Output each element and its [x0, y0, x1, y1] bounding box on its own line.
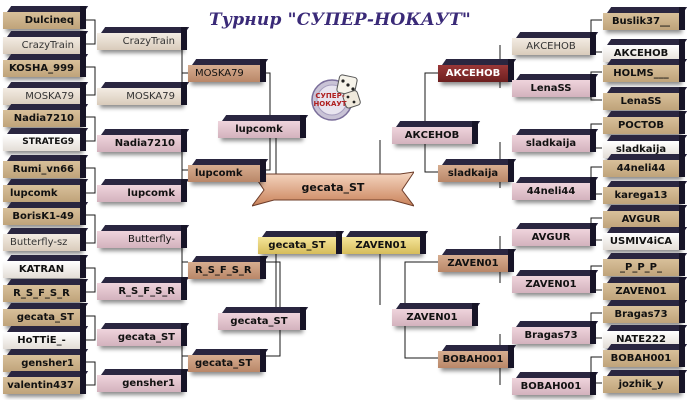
- left-r1-5: Nadia7210: [3, 104, 86, 127]
- left-r4-1: lupcomk: [218, 115, 306, 138]
- right-r1-16: jozhik_y: [603, 370, 685, 393]
- champion-banner: [252, 171, 414, 207]
- left-r1-6: STRATEG9: [3, 128, 86, 151]
- left-r2-7: gecata_ST: [97, 323, 187, 346]
- left-r1-13: gecata_ST: [3, 303, 86, 326]
- right-r3-1: АКСЕНОВ: [438, 59, 514, 82]
- logo-text: СУПЕР-НОКАУТ: [313, 92, 347, 108]
- right-r4-2: ZAVEN01: [392, 303, 478, 326]
- left-r2-8: gensher1: [97, 369, 187, 392]
- right-r2-7: Bragas73: [512, 321, 596, 344]
- right-r1-7: 44neli44: [603, 154, 685, 177]
- right-r2-1: АКСЕНОВ: [512, 32, 596, 55]
- right-r2-3: sladkaija: [512, 129, 596, 152]
- dice-icon: [311, 74, 361, 121]
- right-r2-8: BOBAH001: [512, 372, 596, 395]
- left-r3-2: lupcomk: [188, 159, 266, 182]
- final-right: ZAVEN01: [342, 231, 426, 254]
- right-r1-8: karega13: [603, 181, 685, 204]
- right-r1-13: Bragas73: [603, 300, 685, 323]
- right-r1-1: Buslik37__: [603, 7, 685, 30]
- left-r1-3: KOSHA_999: [3, 54, 86, 77]
- left-r2-3: Nadia7210: [97, 129, 187, 152]
- right-r3-3: ZAVEN01: [438, 249, 514, 272]
- champion-name: gecata_ST: [301, 181, 365, 194]
- left-r3-3: R_S_F_S_R: [188, 256, 266, 279]
- left-r1-8: lupcomk: [3, 179, 86, 202]
- right-r1-9: AVGUR: [603, 205, 685, 228]
- left-r2-5: Butterfly-: [97, 225, 187, 248]
- left-r2-6: R_S_F_S_R: [97, 277, 187, 300]
- left-r3-1: MOSKA79: [188, 59, 266, 82]
- left-r1-11: KATRAN: [3, 255, 86, 278]
- left-r1-9: BorisK1-49: [3, 202, 86, 225]
- right-r3-4: BOBAH001: [438, 345, 514, 368]
- right-r1-11: _P_P_P_: [603, 253, 685, 276]
- left-r1-12: R_S_F_S_R: [3, 279, 86, 302]
- right-r1-12: ZAVEN01: [603, 277, 685, 300]
- left-r4-2: gecata_ST: [218, 307, 306, 330]
- right-r2-2: LenaSS: [512, 74, 596, 97]
- right-r1-10: USMIV4iCA: [603, 227, 685, 250]
- right-r1-5: РОСТОВ: [603, 111, 685, 134]
- right-r1-4: LenaSS: [603, 87, 685, 110]
- right-r4-1: АКСЕНОВ: [392, 121, 478, 144]
- left-r1-2: CrazyTrain: [3, 31, 86, 54]
- right-r2-4: 44neli44: [512, 177, 596, 200]
- left-r1-4: MOSKA79: [3, 82, 86, 105]
- right-r1-15: BOBAH001: [603, 344, 685, 367]
- left-r3-4: gecata_ST: [188, 349, 266, 372]
- right-r2-6: ZAVEN01: [512, 270, 596, 293]
- tournament-title: Турнир "СУПЕР-НОКАУТ": [209, 10, 471, 30]
- left-r2-2: MOSKA79: [97, 82, 187, 105]
- left-r1-16: valentin437: [3, 371, 86, 394]
- right-r1-3: HOLMS___: [603, 59, 685, 82]
- left-r2-1: CrazyTrain: [97, 27, 187, 50]
- left-r1-15: gensher1: [3, 349, 86, 372]
- final-left: gecata_ST: [258, 231, 342, 254]
- right-r2-5: AVGUR: [512, 223, 596, 246]
- left-r1-7: Rumi_vn66: [3, 155, 86, 178]
- right-r3-2: sladkaija: [438, 159, 514, 182]
- left-r1-1: Dulcineq: [3, 6, 86, 29]
- left-r1-10: Butterfly-sz: [3, 228, 86, 251]
- left-r1-14: HoTTiE_-: [3, 326, 86, 349]
- left-r2-4: lupcomk: [97, 179, 187, 202]
- right-r1-2: АКСЕНОВ: [603, 39, 685, 62]
